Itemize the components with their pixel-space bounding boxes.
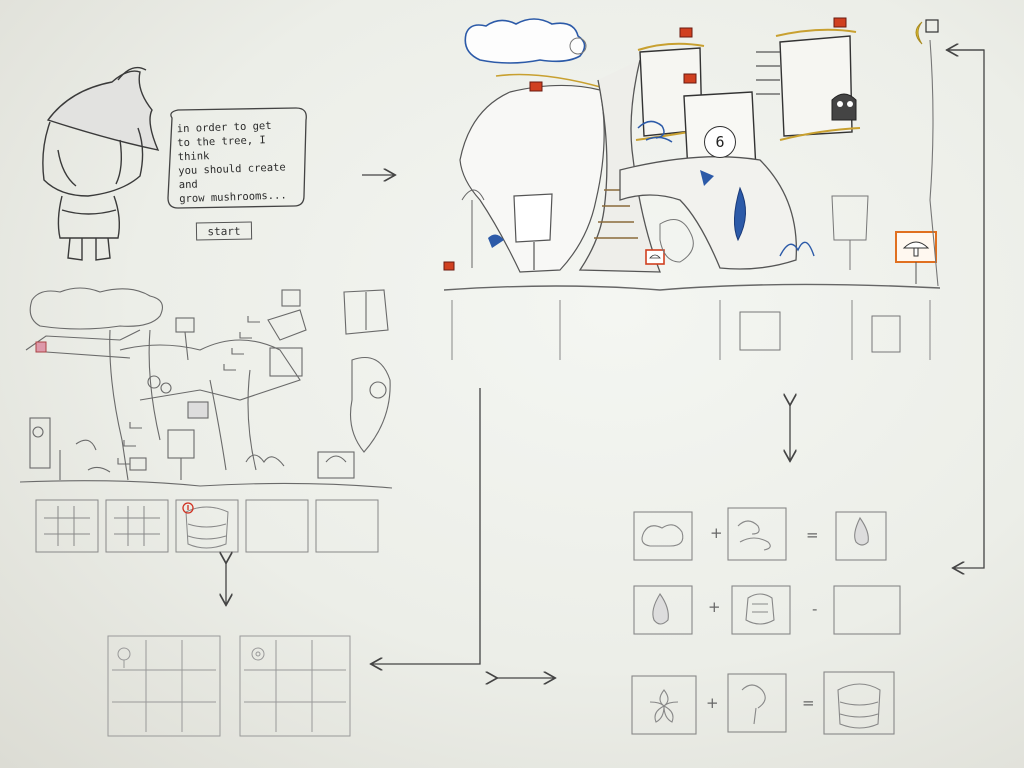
start-button[interactable]: start	[196, 222, 252, 241]
owl-icon	[832, 94, 856, 120]
left-scene-sketch	[20, 288, 392, 488]
recipe-3-equals: =	[802, 694, 815, 712]
recipe-row-2	[634, 586, 900, 634]
inventory-grid-a	[108, 636, 220, 736]
tree-counter-badge: 6	[704, 126, 736, 158]
connector-scene-to-recipes	[946, 50, 984, 568]
main-scene	[444, 18, 940, 360]
recipe-row-1	[634, 508, 886, 560]
recipe-row-3	[632, 672, 894, 734]
recipe-1-equals: =	[806, 526, 819, 544]
cloud-icon	[465, 19, 584, 63]
recipe-1-plus: +	[710, 524, 723, 542]
inventory-grid-b	[240, 636, 350, 736]
moon-icon	[916, 22, 922, 44]
inventory-row	[36, 500, 378, 552]
recipe-2-minus: -	[812, 600, 817, 618]
speech-text: in order to get to the tree, I think you…	[177, 118, 306, 206]
witch-character-icon	[43, 68, 158, 260]
left-scene-red-flag	[36, 342, 46, 352]
connector-scene-to-inventory	[372, 388, 480, 664]
recipe-3-plus: +	[706, 694, 719, 712]
recipe-2-plus: +	[708, 598, 721, 616]
